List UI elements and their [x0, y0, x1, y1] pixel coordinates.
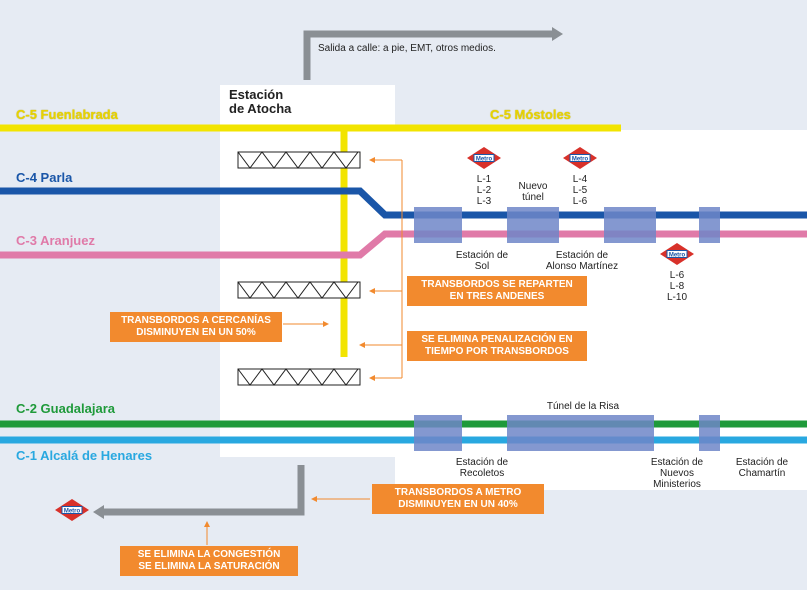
line-label-c5-mostoles: C-5 Móstoles [490, 107, 571, 122]
station-recoletos-lower [414, 415, 462, 451]
atocha-panel [220, 85, 395, 457]
callout-line: TRANSBORDOS A CERCANÍAS [121, 315, 271, 326]
atocha-title: Estación de Atocha [229, 88, 291, 116]
nuevo-tunel-line1: Nuevo [518, 181, 548, 192]
nuevo-tunel-upper [507, 207, 559, 243]
metro-line: L-3 [476, 196, 492, 207]
station-label-line: Estación de [555, 250, 609, 261]
metro-lines-nuevos: L-6 L-8 L-10 [662, 270, 692, 303]
metro-line: L-6 [572, 196, 588, 207]
station-label-line: Estación de [455, 250, 509, 261]
atocha-title-line2: de Atocha [229, 101, 292, 116]
metro-line: L-4 [572, 174, 588, 185]
callout-metro: TRANSBORDOS A METRO DISMINUYEN EN UN 40% [372, 484, 544, 514]
line-c3 [0, 230, 807, 259]
callout-line: TRANSBORDOS A METRO [394, 487, 522, 498]
metro-line: L-6 [669, 270, 685, 281]
station-label-line: Alonso Martínez [545, 261, 619, 272]
callout-congestion: SE ELIMINA LA CONGESTIÓN SE ELIMINA LA S… [120, 546, 298, 576]
metro-icon: Metro [467, 147, 501, 169]
metro-icon-label: Metro [476, 157, 493, 163]
atocha-title-line1: Estación [229, 87, 284, 102]
line-label-c4: C-4 Parla [16, 170, 73, 185]
station-label-recoletos: Estación de Recoletos [440, 457, 524, 479]
metro-icon-label: Metro [64, 509, 81, 515]
callout-line: TIEMPO POR TRANSBORDOS [425, 346, 569, 357]
callout-reparten: TRANSBORDOS SE REPARTEN EN TRES ANDENES [407, 276, 587, 306]
tunel-risa-label: Túnel de la Risa [546, 401, 620, 412]
station-label-line: Estación de [735, 457, 789, 468]
station-label-chamartin: Estación de Chamartín [724, 457, 800, 479]
platform-1 [237, 151, 361, 169]
metro-line: L-1 [476, 174, 492, 185]
station-label-line: Nuevos [660, 468, 694, 479]
line-label-c1: C-1 Alcalá de Henares [16, 448, 153, 463]
exit-arrow-bottom [104, 465, 305, 516]
line-label-c5-fuenlabrada: C-5 Fuenlabrada [16, 107, 118, 122]
station-label-line: Estación de [650, 457, 704, 468]
callout-line: DISMINUYEN EN UN 50% [136, 327, 256, 338]
station-label-line: Ministerios [653, 479, 701, 490]
metro-icon: Metro [660, 243, 694, 265]
callout-penalizacion: SE ELIMINA PENALIZACIÓN EN TIEMPO POR TR… [407, 331, 587, 361]
callout-cercanias: TRANSBORDOS A CERCANÍAS DISMINUYEN EN UN… [110, 312, 282, 342]
metro-icon: Metro [563, 147, 597, 169]
metro-line: L-2 [476, 185, 492, 196]
callout-line: SE ELIMINA PENALIZACIÓN EN [421, 334, 573, 345]
metro-icon: Metro [55, 499, 89, 521]
nuevo-tunel-line2: túnel [522, 192, 544, 203]
exit-arrowhead-top [552, 27, 563, 41]
line-label-c2: C-2 Guadalajara [16, 401, 115, 416]
callout-line: DISMINUYEN EN UN 40% [398, 499, 518, 510]
metro-line: L-8 [669, 281, 685, 292]
tunel-risa-lower [507, 415, 654, 451]
metro-lines-alonso: L-4 L-5 L-6 [565, 174, 595, 207]
station-chamartin-upper [699, 207, 720, 243]
metro-icon-label: Metro [669, 253, 686, 259]
metro-line: L-5 [572, 185, 588, 196]
callout-line: EN TRES ANDENES [449, 291, 545, 302]
exit-arrowhead-bottom [93, 505, 104, 519]
metro-icon-label: Metro [572, 157, 589, 163]
station-label-sol: Estación de Sol [440, 250, 524, 272]
station-label-line: Recoletos [459, 468, 505, 479]
callout-line: SE ELIMINA LA CONGESTIÓN [137, 549, 281, 560]
station-label-line: Sol [474, 261, 490, 272]
exit-label: Salida a calle: a pie, EMT, otros medios… [318, 43, 496, 54]
callout-line: TRANSBORDOS SE REPARTEN [421, 279, 573, 290]
platform-2 [237, 281, 361, 299]
station-alonso-upper [604, 207, 656, 243]
station-label-alonso: Estación de Alonso Martínez [530, 250, 634, 272]
station-label-line: Chamartín [738, 468, 786, 479]
metro-lines-sol: L-1 L-2 L-3 [469, 174, 499, 207]
line-label-c3: C-3 Aranjuez [16, 233, 95, 248]
station-label-nuevos: Estación de Nuevos Ministerios [636, 457, 718, 490]
station-sol-upper [414, 207, 462, 243]
line-c4 [0, 187, 807, 219]
station-chamartin-lower [699, 415, 720, 451]
exit-arrow-top [303, 30, 552, 80]
platform-3 [237, 368, 361, 386]
callout-line: SE ELIMINA LA SATURACIÓN [138, 561, 280, 572]
station-label-line: Estación de [455, 457, 509, 468]
nuevo-tunel-label: Nuevo túnel [511, 181, 555, 203]
metro-line: L-10 [666, 292, 687, 303]
